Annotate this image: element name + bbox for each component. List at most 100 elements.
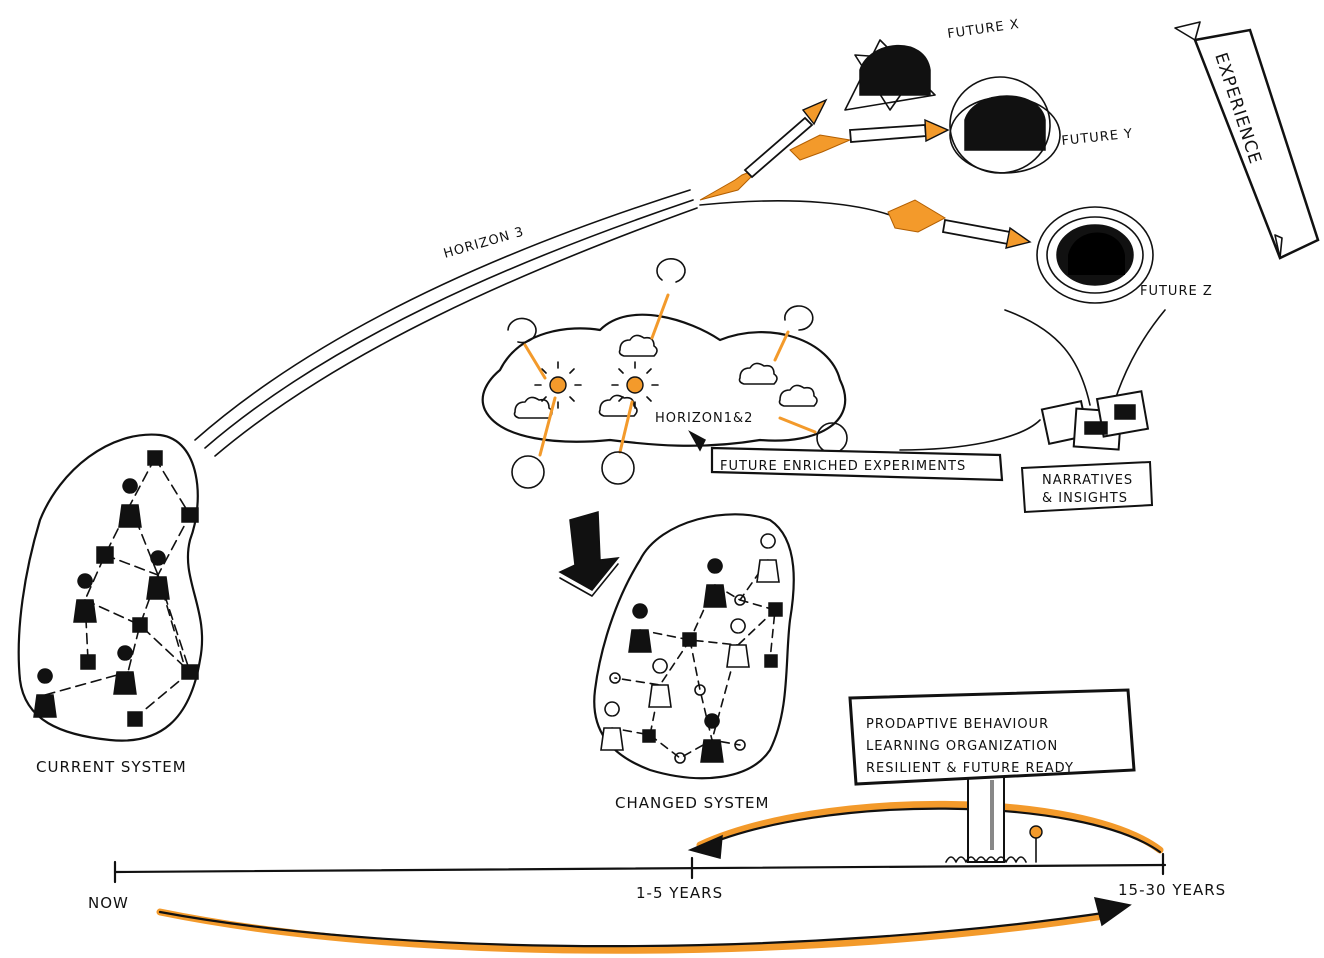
signboard-post [967,769,1005,863]
person-icon [73,573,97,623]
loop-arrow-icon [507,317,537,344]
rocket-body [941,218,1012,246]
signboard-line-1: PRODAPTIVE BEHAVIOUR [866,717,1049,732]
probe-line [523,343,547,380]
grass [945,856,1027,863]
rocket-flame-icon [887,199,947,233]
rockets [699,98,1032,249]
narratives-label-line-1: NARRATIVES [1042,473,1133,488]
horizon-3-label: HORIZON 3 [442,225,526,262]
signboard: PRODAPTIVE BEHAVIOUR LEARNING ORGANIZATI… [848,688,1136,863]
horizon-3-line [214,207,698,457]
loop-arrow-icon [656,258,686,283]
backcast-arrow-orange [696,800,1164,854]
signboard-panel [848,688,1136,786]
backcast-arrow-head [687,834,723,859]
square-node [96,546,114,564]
flower-icon [1029,825,1043,839]
timeline: NOW 1-5 YEARS 15-30 YEARS [88,800,1226,954]
banner-ribbon [1193,28,1320,260]
rocket-to-future-y [789,118,950,161]
changed-system-blob [593,513,795,780]
small-cloud-icon [738,362,778,385]
rocket-to-future-z [699,199,1032,249]
loop-arrow-icon [784,305,814,331]
future-x: FUTURE X [844,17,1021,111]
future-z: FUTURE Z [1036,206,1213,304]
probe-line [618,400,634,454]
rocket-trail [699,200,891,216]
group-silhouette-icon [964,95,1046,151]
person-outline-icon [600,701,624,751]
narratives-ribbon [1020,460,1154,514]
forward-arrow-orange [156,908,1114,954]
person-icon [700,713,724,763]
small-cloud-icon [778,384,818,407]
backcast-arrow [700,807,1162,854]
square-node [147,450,163,466]
timeline-axis [113,863,1167,874]
experiments-arrow-head [688,430,706,452]
future-z-label: FUTURE Z [1140,284,1213,299]
sun-icon [611,361,659,409]
current-system: CURRENT SYSTEM [17,433,204,776]
rocket-body [743,116,814,179]
circle-node [734,594,746,606]
rocket-tip [1005,226,1032,249]
person-icon [113,645,137,695]
group-silhouette-icon [1068,232,1125,275]
current-system-nodes [33,450,199,727]
square-node [80,654,96,670]
group-silhouette-icon [859,44,931,96]
square-node [181,507,199,523]
current-system-blob [17,433,204,742]
rocket-to-future-x [699,98,828,201]
person-icon [33,668,57,718]
timeline-label-end: 15-30 YEARS [1118,881,1226,899]
changed-system-nodes [600,533,783,764]
rocket-tip [801,98,828,126]
future-x-label: FUTURE X [946,17,1020,42]
horizon-cloud-outline [481,313,847,447]
timeline-label-now: NOW [88,894,129,912]
forward-arrow [158,910,1112,948]
loop-arrow-icon [601,451,635,485]
person-icon [628,603,652,653]
horizon-3-line [204,199,694,449]
narratives-label-line-2: & INSIGHTS [1042,491,1128,506]
circle-node [734,739,746,751]
horizon-1-2-label: HORIZON1&2 [655,411,753,426]
square-node [642,729,656,743]
person-icon [703,558,727,608]
person-outline-icon [648,658,672,708]
funnel-line [1004,309,1091,406]
probe-line [778,416,817,434]
loop-arrow-icon [816,422,848,454]
feedback-line [899,419,1041,451]
square-node [682,632,697,647]
current-system-label: CURRENT SYSTEM [36,758,187,776]
forward-arrow-head [1093,897,1132,927]
horizon-3-line [194,189,691,441]
square-node [132,617,148,633]
photo-content [1114,404,1136,420]
rocket-body [849,124,927,143]
probe-line [538,396,557,457]
down-arrow-shape [558,511,620,591]
experiments-banner: FUTURE ENRICHED EXPERIMENTS [688,419,1041,482]
experiments-label: FUTURE ENRICHED EXPERIMENTS [720,459,966,474]
banner-fold-top [1174,21,1201,41]
rocket-tip [924,118,950,143]
experience-banner: EXPERIENCE [1174,21,1320,260]
loop-arrow-icon [511,455,545,489]
circle-node [609,672,621,684]
circle-node [674,752,686,764]
signboard-line-2: LEARNING ORGANIZATION [866,739,1058,754]
square-node [764,654,778,668]
timeline-label-mid: 1-5 YEARS [636,884,723,902]
small-cloud-icon [618,334,658,357]
funnel-line [1114,309,1166,401]
square-node [181,664,199,680]
changed-system: CHANGED SYSTEM [593,513,795,812]
